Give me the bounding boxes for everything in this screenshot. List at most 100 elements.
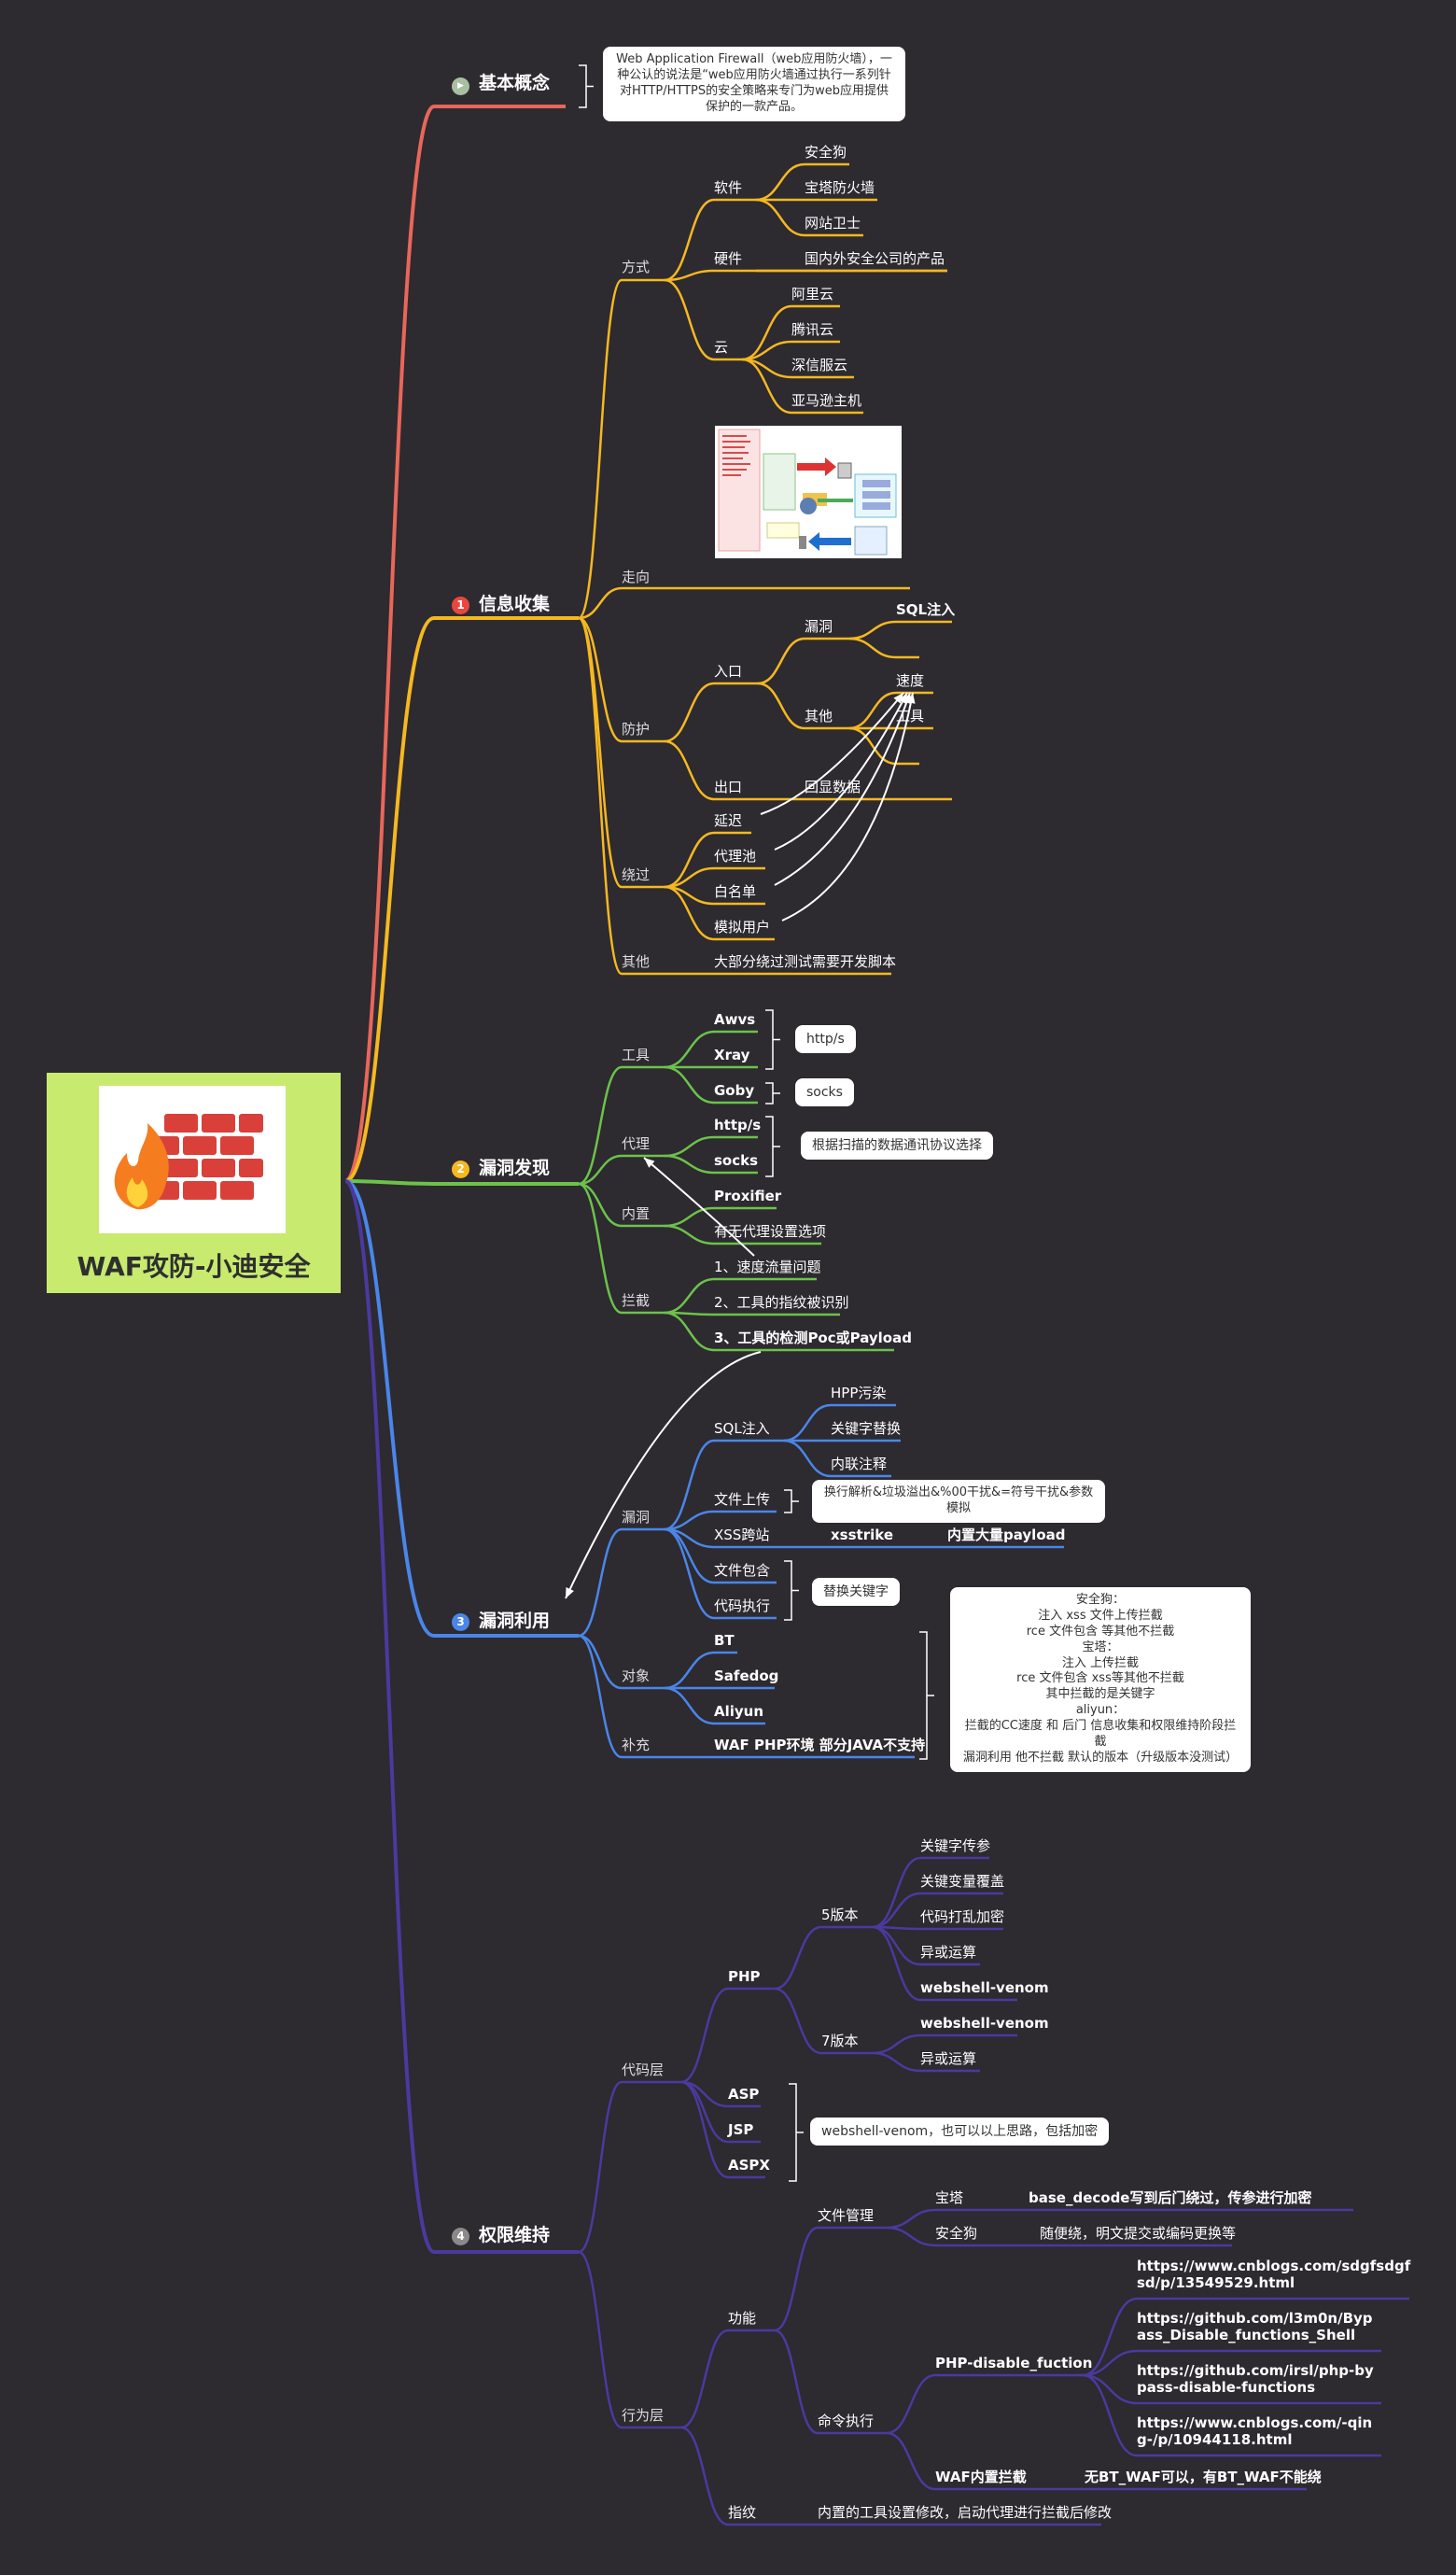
node-anquangou-p[interactable]: 安全狗 [935,2225,978,2242]
node-dailichi[interactable]: 代理池 [714,848,757,865]
node-proxifier[interactable]: Proxifier [714,1188,782,1204]
node-sql[interactable]: SQL注入 [714,1420,770,1437]
node-loudong[interactable]: 漏洞 [805,618,833,635]
node-baimingdan[interactable]: 白名单 [714,883,757,900]
node-waf-nzlj[interactable]: WAF内置拦截 [935,2469,1027,2485]
node-gjzcc[interactable]: 关键字传参 [920,1837,991,1854]
node-mlzx[interactable]: 命令执行 [818,2413,875,2429]
node-huixian[interactable]: 回显数据 [805,779,861,795]
node-bt[interactable]: BT [714,1632,735,1649]
node-guanjianzi[interactable]: 关键字替换 [831,1420,902,1437]
node-chukou[interactable]: 出口 [714,779,743,795]
node-tengxun[interactable]: 腾讯云 [791,321,834,338]
node-moni[interactable]: 模拟用户 [714,919,771,936]
node-zouxiang[interactable]: 走向 [622,569,651,585]
node-yun[interactable]: 云 [714,339,729,356]
node-v5[interactable]: 5版本 [821,1907,859,1923]
node-neizhi-payload[interactable]: 内置大量payload [947,1527,1066,1543]
note-proxy: 根据扫描的数据通讯协议选择 [801,1132,993,1161]
node-php[interactable]: PHP [728,1968,761,1985]
node-nz-tool[interactable]: 内置的工具设置修改，启动代理进行拦截后修改 [818,2504,1113,2521]
node-hpp[interactable]: HPP污染 [831,1385,887,1401]
note-line: 注入 上传拦截 [1061,1655,1140,1670]
node-awvs[interactable]: Awvs [714,1011,756,1028]
node-youwu[interactable]: 有无代理设置选项 [714,1223,827,1240]
node-xss[interactable]: XSS跨站 [714,1527,770,1543]
node-wenjian[interactable]: 文件上传 [714,1491,771,1508]
node-wsv7[interactable]: webshell-venom [920,2015,1049,2032]
node-qita-r[interactable]: 其他 [805,708,833,725]
branch-basic[interactable]: ▶基本概念 [452,73,550,95]
node-wsv[interactable]: webshell-venom [920,1979,1049,1996]
node-lanjie[interactable]: 拦截 [622,1292,651,1309]
node-l2[interactable]: 2、工具的指纹被识别 [714,1294,849,1311]
node-suibian[interactable]: 随便绕，明文提交或编码更换等 [1040,2225,1237,2242]
branch-persist-label: 权限维持 [479,2225,551,2245]
node-sqlzhuru[interactable]: SQL注入 [896,601,956,618]
node-duixiang[interactable]: 对象 [622,1667,651,1684]
link-url-1[interactable]: https://www.cnblogs.com/sdgfsdgfsd/p/135… [1137,2258,1411,2291]
node-base-decode[interactable]: base_decode写到后门绕过，传参进行加密 [1029,2189,1312,2206]
node-jsp[interactable]: JSP [728,2121,754,2138]
node-daimaceng[interactable]: 代码层 [622,2061,665,2078]
link-url-2[interactable]: https://github.com/l3m0n/Bypass_Disable_… [1137,2310,1373,2343]
link-url-3[interactable]: https://github.com/irsl/php-bypass-disab… [1137,2362,1374,2396]
node-daili[interactable]: 代理 [622,1135,651,1152]
node-ruanjian[interactable]: 软件 [714,179,743,196]
node-daima[interactable]: 代码执行 [714,1597,771,1614]
node-php-df[interactable]: PHP-disable_fuction [935,2355,1093,2371]
node-wu-bt[interactable]: 无BT_WAF可以，有BT_WAF不能绕 [1085,2469,1322,2485]
node-qita[interactable]: 其他 [622,953,651,970]
node-safedog[interactable]: Safedog [714,1667,779,1684]
node-zhiwen[interactable]: 指纹 [728,2504,757,2521]
node-yhys[interactable]: 异或运算 [920,1944,977,1961]
node-gongju[interactable]: 工具 [896,708,925,725]
node-raoguo[interactable]: 绕过 [622,866,651,883]
node-baota[interactable]: 宝塔防火墙 [805,179,875,196]
link-url-4[interactable]: https://www.cnblogs.com/-qing-/p/1094411… [1137,2414,1373,2448]
node-baohan[interactable]: 文件包含 [714,1562,771,1579]
node-yanchi[interactable]: 延迟 [714,812,743,829]
node-gjzbl[interactable]: 关键变量覆盖 [920,1873,1005,1890]
node-loudong-e[interactable]: 漏洞 [622,1509,651,1526]
node-xingweiceng[interactable]: 行为层 [622,2407,665,2424]
node-wjgl[interactable]: 文件管理 [818,2207,875,2224]
node-l1[interactable]: 1、速度流量问题 [714,1259,821,1275]
node-rukou[interactable]: 入口 [714,663,743,680]
node-neilian[interactable]: 内联注释 [831,1456,888,1472]
node-xsstrike[interactable]: xsstrike [831,1527,893,1543]
node-gongju-d[interactable]: 工具 [622,1047,651,1063]
node-gongneng[interactable]: 功能 [728,2310,757,2327]
node-socks[interactable]: socks [714,1152,759,1169]
node-l3[interactable]: 3、工具的检测Poc或Payload [714,1330,912,1346]
node-qita-desc[interactable]: 大部分绕过测试需要开发脚本 [714,953,897,970]
node-fanghu[interactable]: 防护 [622,721,651,738]
node-yhys7[interactable]: 异或运算 [920,2050,977,2067]
node-xray[interactable]: Xray [714,1047,750,1063]
node-buchong[interactable]: 补充 [622,1737,651,1753]
node-v7[interactable]: 7版本 [821,2033,859,2049]
node-yingjian[interactable]: 硬件 [714,250,743,267]
node-aspx[interactable]: ASPX [728,2157,770,2174]
node-yamaxun[interactable]: 亚马逊主机 [791,392,862,409]
node-aliyun-e[interactable]: Aliyun [714,1703,764,1720]
node-wangzhan[interactable]: 网站卫士 [805,215,861,232]
basic-concept-note: Web Application Firewall（web应用防火墙），一种公认的… [603,47,905,121]
node-https[interactable]: http/s [714,1117,762,1133]
node-baota-p[interactable]: 宝塔 [935,2189,964,2206]
node-guonei[interactable]: 国内外安全公司的产品 [805,250,945,267]
node-fangshi[interactable]: 方式 [622,259,651,275]
node-goby[interactable]: Goby [714,1082,755,1099]
node-sudu[interactable]: 速度 [896,672,925,689]
node-asp[interactable]: ASP [728,2086,760,2103]
node-anquangou[interactable]: 安全狗 [805,144,847,161]
node-shenxin[interactable]: 深信服云 [791,357,848,373]
node-aliyun[interactable]: 阿里云 [791,286,834,303]
node-php-env[interactable]: WAF PHP环境 部分JAVA不支持 [714,1737,926,1753]
node-neizhi[interactable]: 内置 [622,1205,651,1222]
node-dmdljm[interactable]: 代码打乱加密 [920,1908,1005,1925]
